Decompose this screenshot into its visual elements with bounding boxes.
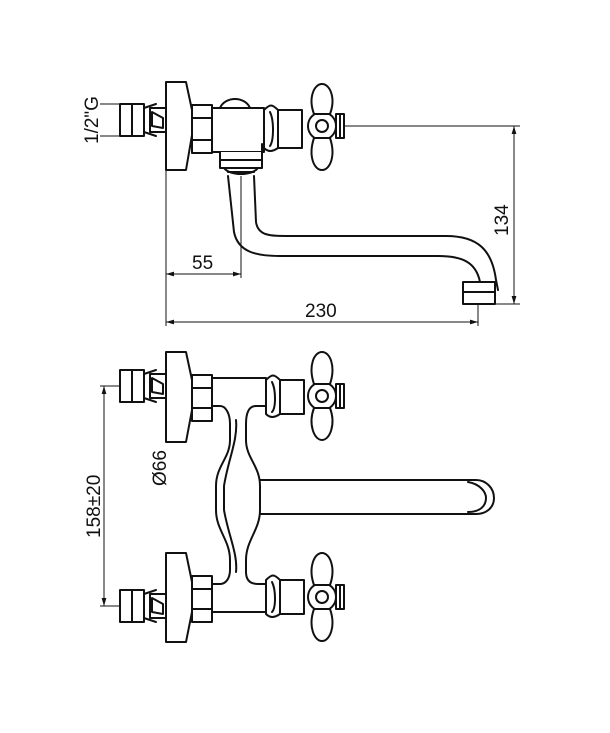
dim-spout-height: 134 <box>344 125 520 305</box>
dim-thread-label: 1/2"G <box>82 96 103 144</box>
mixer-body-top <box>211 98 303 153</box>
cross-handle-top <box>307 83 345 171</box>
wall-flange-upper <box>165 351 193 443</box>
mixer-body-front <box>211 377 267 613</box>
side-elevation-view: 1/2"G 134 55 230 <box>82 81 520 326</box>
valve-lower <box>265 574 305 618</box>
dim-overall-width-label: 230 <box>305 301 337 322</box>
dim-flange-diameter: Ø66 <box>150 450 171 486</box>
mounting-nut-lower <box>191 575 213 623</box>
spout-arm-front <box>259 479 495 515</box>
dim-center-distance-label: 158±20 <box>84 475 105 538</box>
cross-handle-lower <box>307 552 345 642</box>
cross-handle-upper <box>307 351 345 441</box>
dim-outlet-offset: 55 <box>166 176 242 278</box>
wall-flange-lower <box>165 552 193 643</box>
mounting-nut-upper <box>191 374 213 422</box>
dim-outlet-offset-label: 55 <box>192 253 213 274</box>
front-elevation-view: 158±20 Ø66 <box>84 351 495 643</box>
mounting-nut-top <box>191 104 213 154</box>
aerator-top <box>462 281 496 305</box>
dim-flange-diameter-label: Ø66 <box>150 450 171 486</box>
dim-overall-width: 230 <box>165 170 479 326</box>
spout-swivel-top <box>219 151 263 175</box>
inlet-connector-top <box>119 103 167 137</box>
inlet-connector-upper <box>119 369 167 403</box>
valve-upper <box>265 374 305 418</box>
wall-flange-top <box>165 81 193 171</box>
inlet-connector-lower <box>119 589 167 623</box>
dim-center-distance: 158±20 <box>84 385 120 607</box>
dim-spout-height-label: 134 <box>492 204 513 236</box>
dim-thread-top: 1/2"G <box>82 96 120 144</box>
spout-arm-top <box>227 175 483 291</box>
